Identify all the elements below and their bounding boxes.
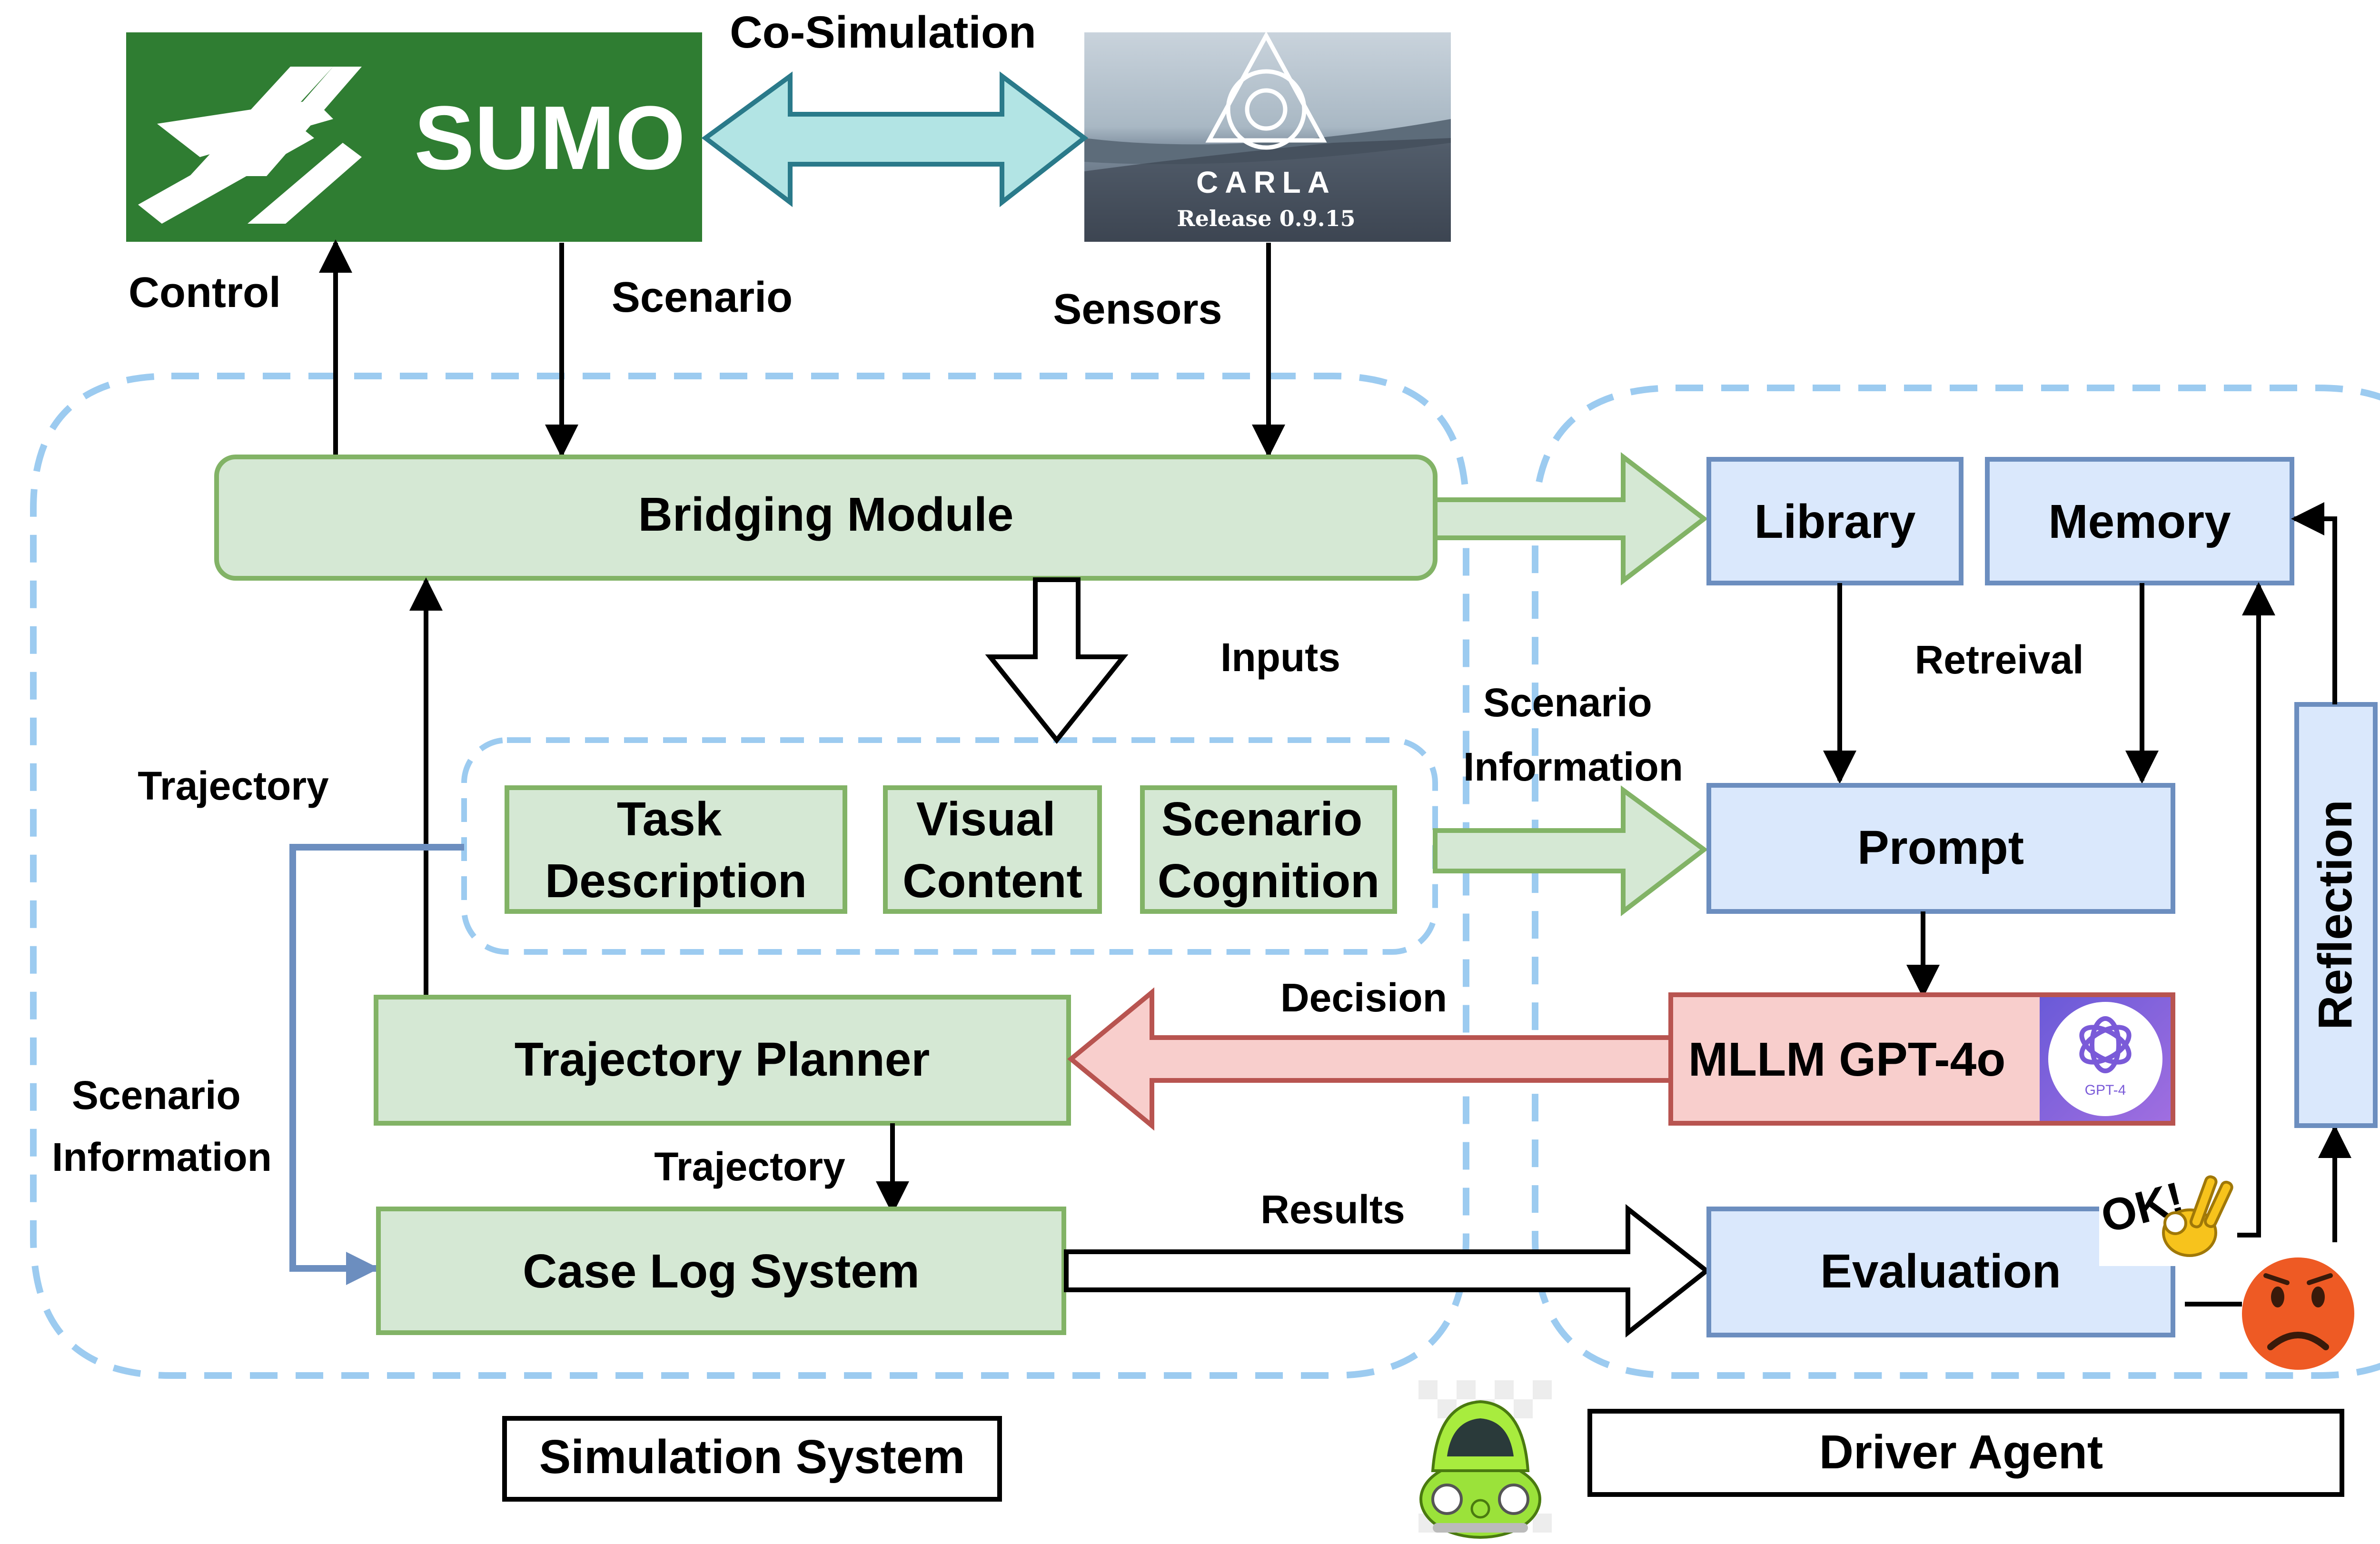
- scenario-info-mid-line1: Scenario: [1483, 680, 1652, 725]
- carla-wordmark: CARLA: [1196, 165, 1336, 199]
- scenario-info-to-caselog-line: [289, 844, 464, 1285]
- task-description-line2: Description: [545, 854, 807, 908]
- scenario-cognition-box: [1140, 785, 1397, 914]
- evaluation-label: Evaluation: [1820, 1245, 2061, 1298]
- prompt-box: [1706, 783, 2175, 914]
- trajectory-mid-label: Trajectory: [654, 1144, 845, 1189]
- simulation-system-label: Simulation System: [539, 1430, 965, 1484]
- driver-agent-region: [1532, 385, 2380, 1379]
- scenario-info-left-line1: Scenario: [72, 1073, 241, 1118]
- scenario-cognition-line1: Scenario: [1161, 792, 1362, 846]
- inputs-arrow: [985, 577, 1129, 744]
- evaluation-box: [1706, 1207, 2175, 1337]
- reflection-to-memory-arrow: [2291, 502, 2337, 704]
- openai-icon: [2079, 1016, 2132, 1073]
- bridging-module-label: Bridging Module: [638, 488, 1014, 541]
- mllm-label: MLLM GPT-4o: [1688, 1033, 2006, 1086]
- gpt-badge: GPT-4: [2040, 997, 2171, 1121]
- scenario-info-to-prompt-arrow: [1433, 785, 1708, 917]
- gpt-badge-label: GPT-4: [2085, 1082, 2126, 1098]
- library-label: Library: [1754, 495, 1915, 548]
- task-description-box: [505, 785, 847, 914]
- visual-content-label: Visual Content: [902, 792, 1082, 908]
- trajectory-planner-label: Trajectory Planner: [515, 1033, 930, 1086]
- case-log-system-box: [376, 1207, 1066, 1335]
- scenario-label: Scenario: [612, 274, 793, 321]
- carla-release-label: Release 0.9.15: [1177, 206, 1355, 231]
- driver-agent-label-box: [1587, 1409, 2344, 1497]
- bridging-to-library-arrow: [1433, 452, 1708, 586]
- trajectory-left-label: Trajectory: [138, 763, 329, 808]
- inputs-label: Inputs: [1220, 635, 1340, 680]
- sensors-label: Sensors: [1053, 286, 1222, 333]
- scenario-cognition-line2: Cognition: [1158, 854, 1380, 908]
- co-simulation-arrow: [701, 71, 1089, 208]
- results-label: Results: [1260, 1187, 1405, 1232]
- task-description-line1: Task: [617, 792, 722, 846]
- carla-emblem-icon: [1205, 31, 1327, 150]
- decision-arrow: [1067, 987, 1673, 1131]
- decision-label: Decision: [1280, 975, 1447, 1020]
- visual-content-line1: Visual: [916, 792, 1056, 846]
- visual-content-line2: Content: [902, 854, 1082, 908]
- memory-box: [1985, 457, 2294, 585]
- ok-sticker: OK!: [2096, 1152, 2233, 1266]
- scenario-cognition-label: Scenario Cognition: [1158, 792, 1380, 908]
- case-log-system-label: Case Log System: [523, 1245, 920, 1298]
- reflection-label: Reflection: [2309, 800, 2362, 1029]
- task-description-label: Task Description: [545, 792, 807, 908]
- scenario-info-left-label: Scenario Information: [52, 1073, 272, 1179]
- retrieval-label: Retreival: [1915, 637, 2084, 682]
- scenario-info-mid-label: Scenario Information: [1463, 680, 1683, 789]
- scenario-info-left-line2: Information: [52, 1135, 272, 1179]
- results-arrow: [1064, 1204, 1711, 1338]
- control-label: Control: [129, 269, 281, 317]
- reflection-box: [2294, 702, 2378, 1128]
- sad-face-icon: [2242, 1257, 2354, 1370]
- simulation-system-region: [30, 373, 1469, 1379]
- car-icon: [1418, 1380, 1552, 1539]
- simulation-system-label-box: [502, 1416, 1002, 1502]
- trajectory-planner-box: [374, 995, 1071, 1126]
- co-simulation-label: Co-Simulation: [730, 7, 1036, 58]
- library-box: [1706, 457, 1964, 585]
- prompt-label: Prompt: [1857, 821, 2024, 874]
- sumo-logo: SUMO: [126, 32, 702, 242]
- ok-hand-icon: [2162, 1175, 2233, 1257]
- evaluation-to-memory-arrow: [2237, 582, 2275, 1237]
- sumo-wordmark: SUMO: [414, 88, 685, 188]
- scenario-info-mid-line2: Information: [1463, 744, 1683, 789]
- carla-logo: CARLA Release 0.9.15: [1084, 31, 1451, 242]
- driver-agent-label: Driver Agent: [1819, 1425, 2103, 1479]
- memory-label: Memory: [2048, 495, 2231, 548]
- sumo-road-icon: [138, 67, 362, 224]
- visual-content-box: [883, 785, 1102, 914]
